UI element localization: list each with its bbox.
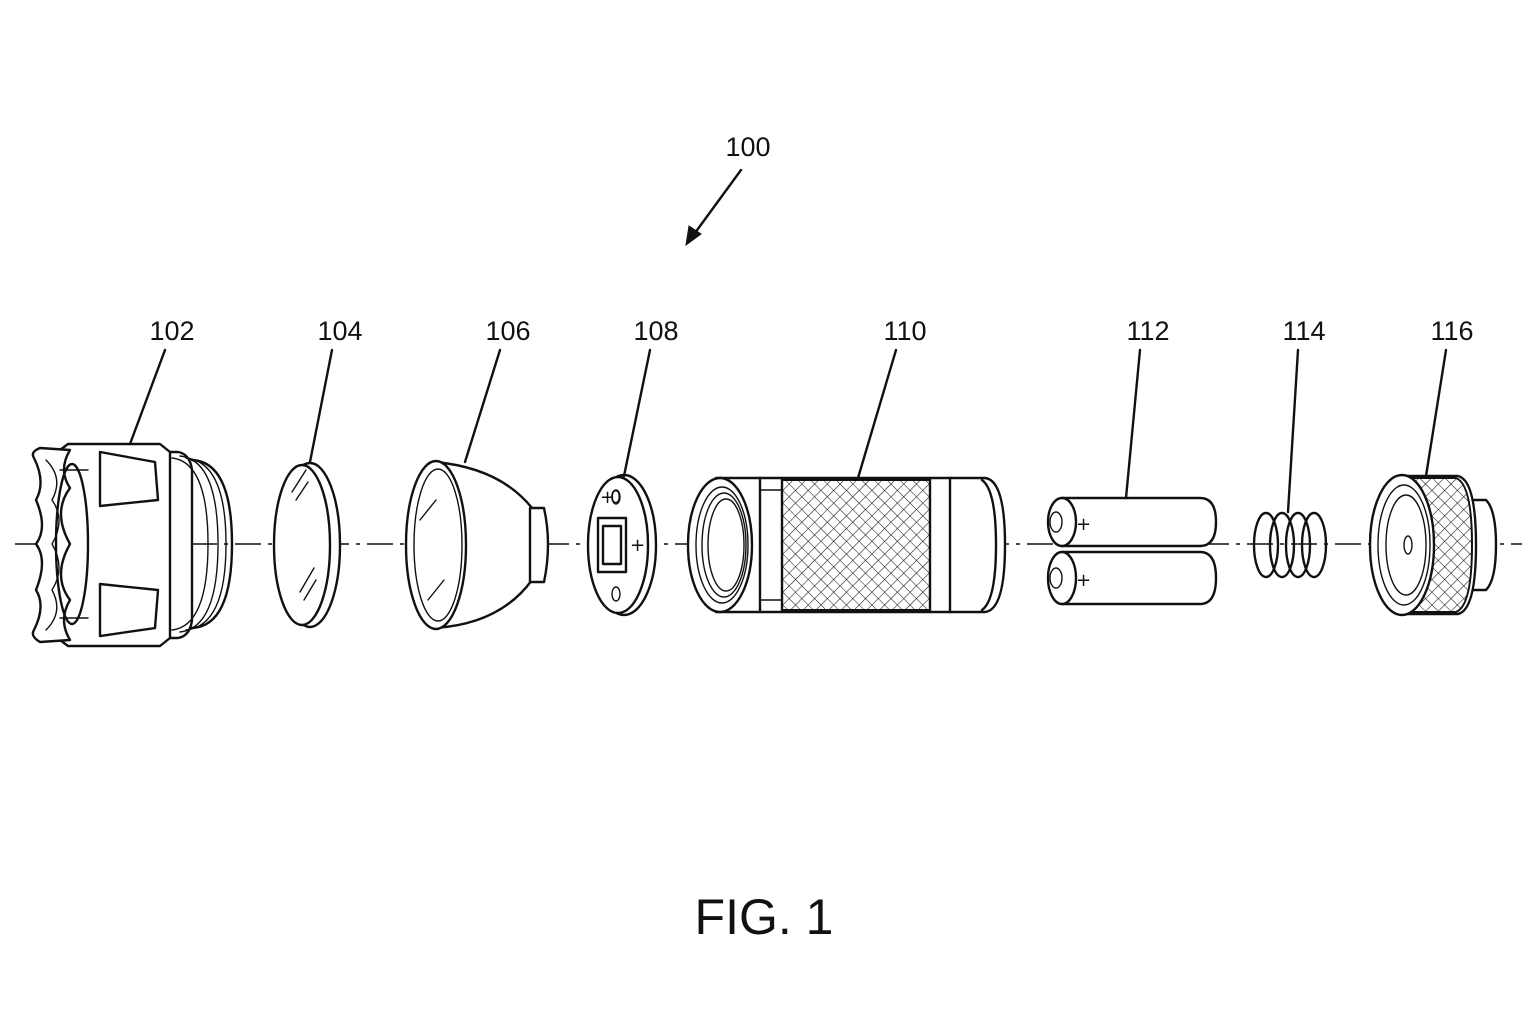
battery-plus-top: +	[1076, 514, 1091, 535]
label-114: 114	[1282, 316, 1325, 346]
assembly-label: 100	[725, 132, 770, 162]
label-116: 116	[1430, 316, 1473, 346]
label-106: 106	[485, 316, 530, 346]
lens	[274, 463, 340, 627]
label-108: 108	[633, 316, 678, 346]
reflector	[406, 461, 548, 629]
led-zero-top: 0	[610, 487, 621, 508]
figure-caption: FIG. 1	[695, 889, 834, 945]
leader-116	[1426, 350, 1446, 476]
spring	[1254, 513, 1326, 577]
label-110: 110	[883, 316, 926, 346]
leader-108	[624, 350, 650, 476]
leader-110	[858, 350, 896, 478]
leader-114	[1288, 350, 1298, 512]
leader-104	[310, 350, 332, 462]
label-104: 104	[317, 316, 362, 346]
led-board: + 0 +	[588, 475, 656, 615]
leader-106	[465, 350, 500, 462]
battery-plus-bottom: +	[1076, 570, 1091, 591]
body-tube	[688, 478, 1005, 612]
tail-cap	[1370, 475, 1496, 615]
label-112: 112	[1126, 316, 1169, 346]
leader-112	[1126, 350, 1140, 498]
bezel-head	[33, 444, 232, 646]
led-plus-right: +	[630, 535, 645, 556]
leader-102	[130, 350, 165, 444]
label-102: 102	[149, 316, 194, 346]
batteries: + +	[1048, 498, 1216, 604]
assembly-callout: 100	[686, 132, 771, 245]
